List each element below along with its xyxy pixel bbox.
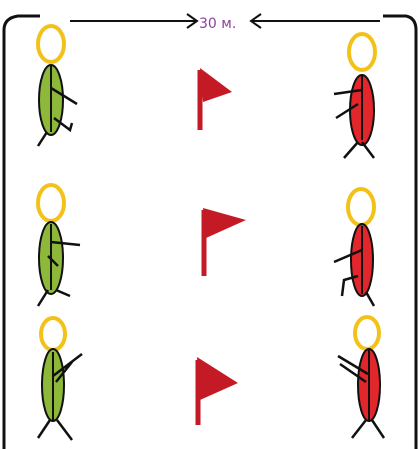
head xyxy=(353,315,381,351)
distance-label: 30 м. xyxy=(199,16,237,32)
head xyxy=(36,24,66,64)
field-border xyxy=(2,14,418,449)
red-player xyxy=(333,187,376,307)
head xyxy=(39,316,67,352)
distance-arrow-right xyxy=(249,13,380,29)
green-player xyxy=(36,183,81,307)
distance-arrow-left xyxy=(70,13,199,29)
green-player xyxy=(36,24,78,147)
red-flag xyxy=(201,208,246,276)
head xyxy=(346,187,376,227)
red-flag xyxy=(197,68,232,130)
red-player xyxy=(333,32,377,159)
red-player xyxy=(337,315,386,439)
head xyxy=(347,32,377,72)
head xyxy=(36,183,66,223)
green-player xyxy=(36,316,83,441)
red-flag xyxy=(195,357,238,425)
